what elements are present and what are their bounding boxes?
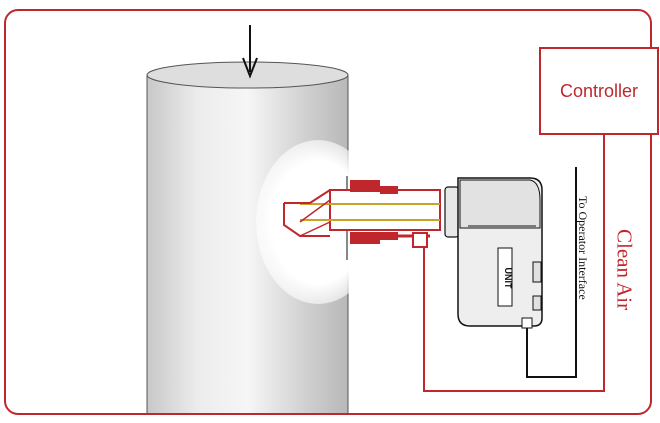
controller-box [539,47,659,135]
arrow-down-icon [242,25,258,79]
stack-top [146,61,349,89]
operator-interface-cable [526,167,577,378]
analyzer-device: UNIT [444,177,543,329]
clean-air-line [423,133,605,392]
mounting-port-glow [256,140,380,304]
device-badge: UNIT [503,268,513,289]
probe-assembly [283,176,441,260]
